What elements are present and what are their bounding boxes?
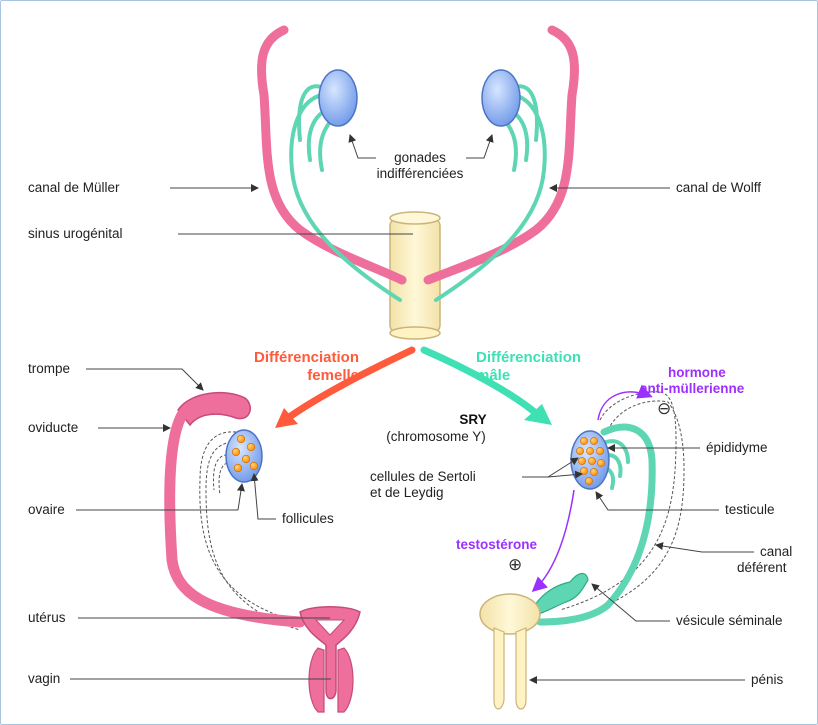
label-gonades-2: indifférenciées: [377, 166, 464, 181]
label-uterus: utérus: [28, 610, 66, 625]
indifferent-stage: gonades indifférenciées canal de Müller …: [28, 30, 761, 339]
left-muller-duct: [261, 30, 402, 280]
label-sinus: sinus urogénital: [28, 226, 123, 241]
label-testosterone: testostérone: [456, 537, 538, 552]
bladder: [480, 594, 540, 634]
hormone-arrow: [598, 392, 650, 420]
trompe-shape: [178, 393, 250, 425]
penis-shape: [494, 628, 526, 709]
label-gonades-1: gonades: [394, 150, 446, 165]
label-canal-def-2: déférent: [737, 560, 787, 575]
label-diff-male-1: Différenciation: [476, 349, 581, 366]
label-sry: SRY: [459, 412, 486, 427]
label-ovaire: ovaire: [28, 502, 65, 517]
label-diff-female-1: Différenciation: [254, 349, 359, 366]
left-gonad: [319, 70, 357, 126]
label-vagin: vagin: [28, 671, 60, 686]
testosterone-arrow: [534, 490, 574, 590]
label-chromosome: (chromosome Y): [386, 429, 486, 444]
label-testicule: testicule: [725, 502, 775, 517]
label-sertoli-2: et de Leydig: [370, 485, 444, 500]
plus-sign: ⊕: [508, 555, 522, 575]
label-sertoli-1: cellules de Sertoli: [370, 469, 476, 484]
label-epididyme: épididyme: [706, 440, 768, 455]
label-diff-female-2: femelle: [307, 367, 359, 384]
right-gonad: [482, 70, 520, 126]
label-vesicule: vésicule séminale: [676, 613, 783, 628]
label-hormone-2: anti-müllerienne: [640, 381, 745, 396]
label-canal-muller: canal de Müller: [28, 180, 120, 195]
minus-sign: ⊖: [657, 399, 671, 419]
label-trompe: trompe: [28, 361, 70, 376]
label-hormone-1: hormone: [668, 365, 726, 380]
male-tract: hormone anti-müllerienne ⊖ épididyme cel…: [370, 365, 792, 709]
label-follicules: follicules: [282, 511, 334, 526]
label-diff-male-2: mâle: [476, 367, 510, 384]
label-oviducte: oviducte: [28, 420, 78, 435]
label-penis: pénis: [751, 672, 784, 687]
label-canal-def-1: canal: [760, 544, 792, 559]
label-canal-wolff: canal de Wolff: [676, 180, 761, 195]
female-tract: trompe oviducte ovaire follicules utérus…: [28, 361, 360, 712]
differentiation-arrows: Différenciation femelle Différenciation …: [254, 349, 581, 444]
right-muller-duct: [428, 30, 575, 280]
